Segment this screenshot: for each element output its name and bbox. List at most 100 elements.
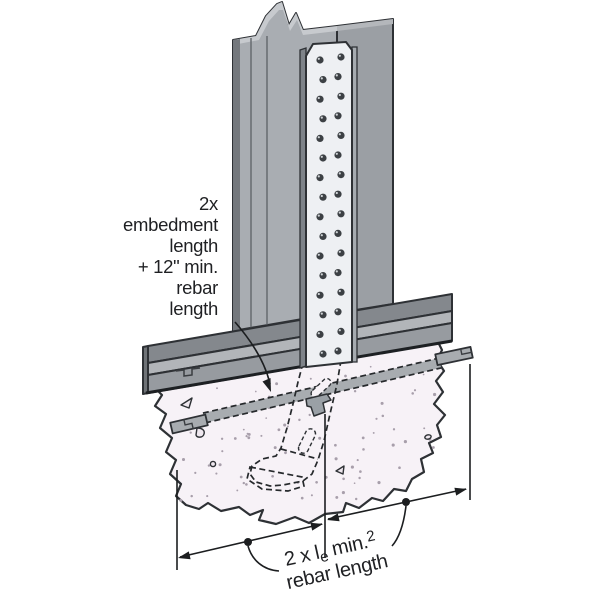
stud-side-top-highlight bbox=[337, 19, 393, 31]
concrete-speckle bbox=[354, 497, 358, 501]
concrete-speckle bbox=[215, 472, 218, 475]
nail-hole bbox=[319, 311, 327, 319]
dim-arrowhead-right-in bbox=[327, 513, 340, 522]
nail-hole bbox=[316, 95, 324, 103]
concrete-speckle bbox=[277, 428, 281, 432]
concrete-speckle bbox=[381, 414, 385, 418]
track-left-endcap bbox=[142, 345, 149, 395]
concrete-speckle bbox=[189, 431, 192, 434]
concrete-speckle bbox=[359, 470, 362, 473]
concrete-speckles bbox=[172, 365, 437, 502]
concrete-speckle bbox=[334, 457, 338, 461]
nail-hole bbox=[334, 151, 342, 159]
concrete-speckle bbox=[392, 428, 396, 431]
concrete-speckle bbox=[372, 431, 375, 434]
concrete-speckle bbox=[233, 437, 237, 440]
nail-hole bbox=[319, 350, 327, 358]
nail-hole-highlight bbox=[338, 54, 341, 57]
concrete-speckle bbox=[353, 389, 357, 393]
nail-hole bbox=[316, 174, 324, 182]
concrete-speckle bbox=[283, 423, 287, 427]
concrete-speckle bbox=[433, 392, 437, 397]
concrete-block bbox=[150, 340, 447, 526]
nail-hole bbox=[337, 171, 345, 179]
concrete-speckle bbox=[358, 476, 361, 480]
nail-hole-highlight bbox=[317, 175, 320, 178]
nail-hole bbox=[334, 190, 342, 198]
concrete-speckle bbox=[273, 446, 277, 450]
concrete-speckle bbox=[423, 427, 426, 430]
concrete-speckle bbox=[206, 495, 209, 498]
nail-hole-highlight bbox=[317, 57, 320, 60]
concrete-speckle bbox=[422, 373, 425, 376]
concrete-speckle bbox=[179, 498, 183, 502]
nail-hole bbox=[337, 327, 345, 335]
nail-hole-highlight bbox=[335, 231, 338, 234]
concrete-speckle bbox=[194, 471, 197, 474]
concrete-speckle bbox=[181, 457, 186, 462]
stud-left-edge bbox=[233, 39, 240, 331]
concrete-outline bbox=[150, 340, 447, 526]
concrete-speckle bbox=[403, 440, 407, 444]
concrete-speckle bbox=[413, 389, 417, 392]
concrete-speckle bbox=[242, 481, 245, 485]
nail-hole-highlight bbox=[320, 194, 323, 198]
concrete-speckle bbox=[309, 377, 312, 380]
aggregate-pebble bbox=[209, 460, 217, 468]
nail-hole-highlight bbox=[317, 332, 320, 335]
concrete-speckle bbox=[310, 494, 313, 497]
dimension-line-right bbox=[327, 488, 467, 520]
aggregate-d-shape bbox=[195, 427, 205, 438]
nail-hole bbox=[337, 92, 345, 100]
concrete-speckle bbox=[260, 434, 263, 437]
nail-hole-highlight bbox=[338, 289, 341, 293]
nail-hole-highlight bbox=[335, 74, 338, 77]
concrete-speckle bbox=[398, 466, 401, 470]
nail-hole bbox=[316, 291, 324, 299]
nail-hole bbox=[316, 134, 324, 142]
concrete-speckle bbox=[220, 437, 224, 440]
nail-hole bbox=[319, 272, 327, 280]
concrete-speckle bbox=[361, 436, 365, 440]
nail-hole-highlight bbox=[338, 329, 341, 332]
concrete-speckle bbox=[432, 446, 435, 449]
embedded-strap-slot-lower bbox=[297, 428, 317, 454]
concrete-speckle bbox=[284, 451, 287, 455]
nail-hole-highlight bbox=[320, 351, 323, 354]
concrete-speckle bbox=[411, 392, 414, 395]
holdown-strap bbox=[299, 41, 358, 369]
nail-hole-highlight bbox=[320, 155, 323, 158]
nail-hole bbox=[316, 56, 324, 64]
embedment-label: 2x embedment length + 12" min. rebar len… bbox=[123, 193, 219, 319]
concrete-speckle bbox=[216, 387, 218, 390]
rebar-left-end bbox=[169, 413, 209, 435]
track-bottom-shadow bbox=[145, 339, 453, 395]
concrete-speckle bbox=[247, 436, 251, 440]
leader-dot-left bbox=[244, 538, 252, 546]
nail-hole-highlight bbox=[335, 270, 338, 273]
concrete-speckle bbox=[300, 496, 304, 500]
stud-top-break-highlight bbox=[233, 2, 337, 45]
nail-hole-highlight bbox=[338, 250, 341, 253]
concrete-speckle bbox=[369, 365, 372, 368]
nail-hole-highlight bbox=[317, 253, 320, 256]
concrete-speckle bbox=[242, 428, 245, 431]
nail-hole bbox=[334, 308, 342, 316]
rebar-right-end bbox=[434, 345, 474, 367]
concrete-speckle bbox=[391, 443, 395, 447]
concrete-speckle bbox=[246, 432, 249, 435]
nail-hole bbox=[319, 115, 327, 123]
nail-hole-highlight bbox=[317, 214, 320, 217]
nail-hole-highlight bbox=[320, 273, 323, 276]
nail-hole bbox=[334, 73, 342, 81]
nail-hole bbox=[334, 112, 342, 120]
nail-hole bbox=[316, 213, 324, 221]
concrete-speckle bbox=[356, 459, 359, 462]
nail-hole-highlight bbox=[338, 93, 341, 97]
concrete-speckle bbox=[265, 417, 268, 419]
nail-hole bbox=[334, 347, 342, 355]
nail-hole bbox=[337, 249, 345, 257]
nail-hole bbox=[316, 252, 324, 260]
concrete-speckle bbox=[344, 374, 347, 378]
